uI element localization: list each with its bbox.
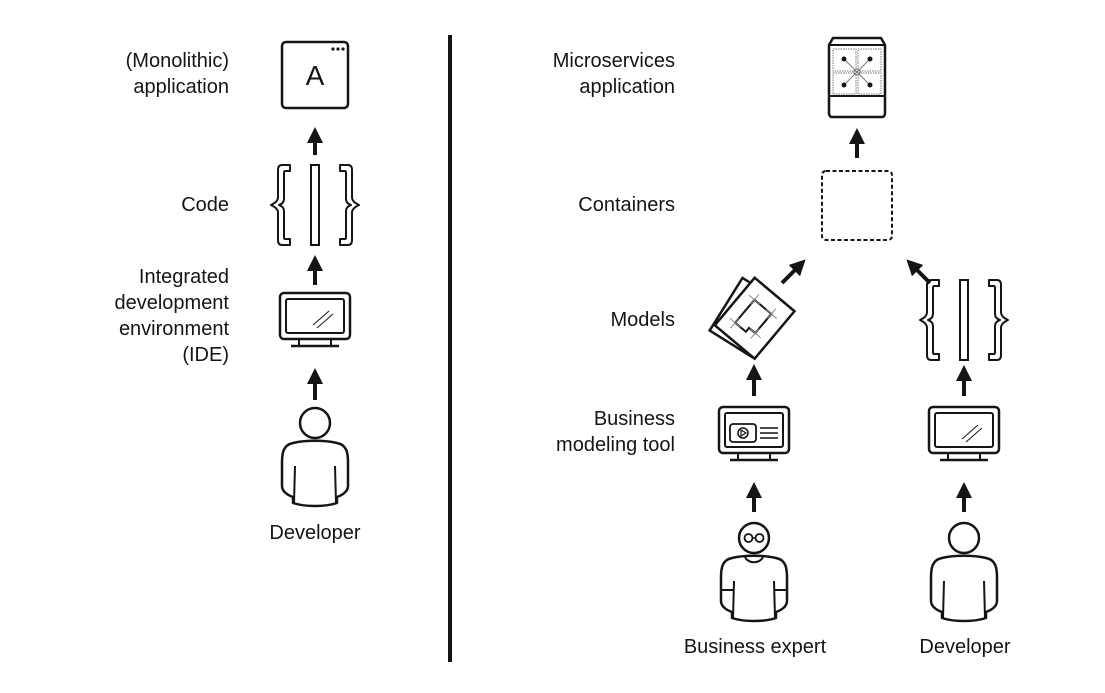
containers-icon bbox=[821, 170, 893, 241]
label-models: Models bbox=[611, 307, 675, 333]
microservices-app-icon bbox=[827, 36, 887, 119]
business-expert-person-icon bbox=[719, 521, 789, 623]
code-braces-icon bbox=[270, 164, 360, 246]
label-line: (IDE) bbox=[182, 344, 229, 366]
label-line: Containers bbox=[578, 194, 675, 216]
label-developer-right: Developer bbox=[919, 636, 1011, 658]
arrow-models-to-containers bbox=[780, 259, 806, 285]
business-modeling-tool-icon bbox=[717, 405, 791, 462]
label-line: modeling tool bbox=[556, 434, 675, 456]
label-containers: Containers bbox=[578, 192, 675, 218]
arrow-code-to-containers bbox=[906, 259, 932, 285]
label-line: application bbox=[133, 76, 229, 98]
label-business-modeling-tool: Business modeling tool bbox=[556, 406, 675, 458]
label-ide: Integrated development environment (IDE) bbox=[114, 264, 229, 368]
label-monolithic-application: (Monolithic) application bbox=[126, 48, 229, 100]
label-code: Code bbox=[181, 192, 229, 218]
label-line: Integrated bbox=[138, 266, 229, 288]
label-line: Business bbox=[593, 408, 675, 430]
developer-person-icon-right bbox=[929, 521, 999, 623]
label-line: Models bbox=[610, 309, 675, 331]
label-line: development bbox=[114, 292, 229, 314]
code-braces-icon-right bbox=[919, 279, 1009, 361]
app-letter: A bbox=[306, 60, 325, 91]
label-microservices-application: Microservices application bbox=[553, 48, 675, 100]
developer-person-icon bbox=[280, 406, 350, 508]
label-line: Microservices bbox=[552, 50, 675, 72]
label-business-expert: Business expert bbox=[683, 636, 827, 658]
label-line: Code bbox=[181, 194, 229, 216]
label-line: application bbox=[579, 76, 675, 98]
monolithic-app-icon: A bbox=[280, 40, 350, 110]
label-developer-left: Developer bbox=[269, 522, 361, 544]
label-line: environment bbox=[118, 318, 229, 340]
ide-monitor-icon-right bbox=[927, 405, 1001, 462]
label-line: (Monolithic) bbox=[125, 50, 229, 72]
models-icon bbox=[707, 276, 797, 361]
ide-monitor-icon bbox=[278, 291, 352, 348]
